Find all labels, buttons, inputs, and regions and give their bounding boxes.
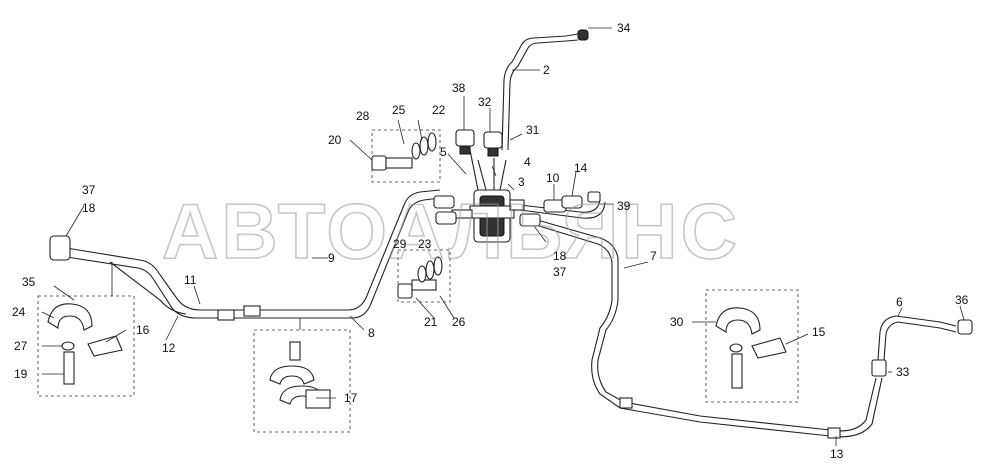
callout-18a: 18: [82, 201, 96, 215]
callout-32: 32: [478, 95, 492, 109]
clamp-group-right: [705, 289, 799, 403]
callout-27: 27: [14, 339, 28, 353]
callout-8: 8: [368, 326, 375, 340]
callout-9: 9: [328, 251, 335, 265]
callout-26: 26: [452, 315, 466, 329]
callout-labels: 34 2 38 32 31 28 25 22 20 5 4 3 14 10 39…: [12, 21, 969, 461]
pipe-2: [501, 33, 579, 151]
pipe-13: [525, 221, 883, 438]
fitting-33: [871, 359, 887, 377]
fitting-39: [587, 191, 601, 203]
callout-25: 25: [392, 103, 406, 117]
union-8b: [243, 305, 261, 317]
callout-7: 7: [650, 249, 657, 263]
fitting-18: [519, 213, 541, 227]
callout-39: 39: [617, 199, 631, 213]
callout-10: 10: [546, 171, 560, 185]
fitting-9a: [433, 195, 455, 209]
callout-11: 11: [184, 273, 197, 287]
callout-21: 21: [424, 315, 438, 329]
callout-15: 15: [812, 325, 826, 339]
callout-24: 24: [12, 305, 26, 319]
callout-17: 17: [344, 391, 358, 405]
callout-5: 5: [440, 145, 447, 159]
pipe-12: [59, 197, 441, 319]
fitting-9b: [435, 211, 457, 225]
bolt-28: [371, 132, 437, 171]
callout-2: 2: [543, 63, 550, 77]
callout-38: 38: [452, 81, 466, 95]
callout-20: 20: [328, 133, 342, 147]
callout-35: 35: [22, 275, 36, 289]
pipe-6: [877, 315, 957, 361]
callout-3: 3: [518, 175, 525, 189]
callout-6: 6: [896, 295, 903, 309]
connector-32: [483, 131, 503, 157]
pipe-11: [59, 189, 441, 311]
valve-block: [451, 149, 525, 243]
fitting-37: [49, 235, 71, 261]
union-8: [217, 309, 235, 321]
callout-37b: 37: [553, 265, 567, 279]
bolt-29: [397, 256, 443, 299]
clamp-group-center: [253, 329, 351, 433]
leader-lines: [41, 27, 965, 446]
callout-22: 22: [432, 103, 446, 117]
bolt-29-frame: [397, 249, 451, 303]
callout-4: 4: [524, 155, 531, 169]
watermark-text: АВТОАЛЬЯНС: [162, 187, 740, 275]
pipe-6-inner: [883, 321, 957, 361]
callout-19: 19: [14, 367, 28, 381]
callout-28: 28: [356, 109, 370, 123]
union-13a: [619, 397, 633, 409]
callout-33: 33: [896, 365, 910, 379]
union-13b: [827, 427, 841, 439]
callout-18b: 18: [553, 249, 567, 263]
pipe-2-inner: [507, 39, 579, 151]
callout-16: 16: [136, 323, 150, 337]
fitting-36: [957, 319, 973, 335]
pipe-12-lower: [109, 261, 187, 315]
callout-36: 36: [955, 293, 969, 307]
callout-13: 13: [830, 447, 844, 461]
callout-31: 31: [526, 123, 540, 137]
fitting-34: [577, 29, 589, 41]
callout-30: 30: [670, 315, 684, 329]
connector-38: [455, 129, 475, 155]
pipe-7: [519, 214, 877, 432]
callout-12: 12: [162, 341, 176, 355]
callout-29: 29: [393, 237, 407, 251]
callout-23: 23: [418, 237, 432, 251]
callout-14: 14: [574, 161, 588, 175]
pipe-10: [519, 201, 606, 219]
callout-34: 34: [617, 21, 631, 35]
callout-37a: 37: [82, 183, 96, 197]
